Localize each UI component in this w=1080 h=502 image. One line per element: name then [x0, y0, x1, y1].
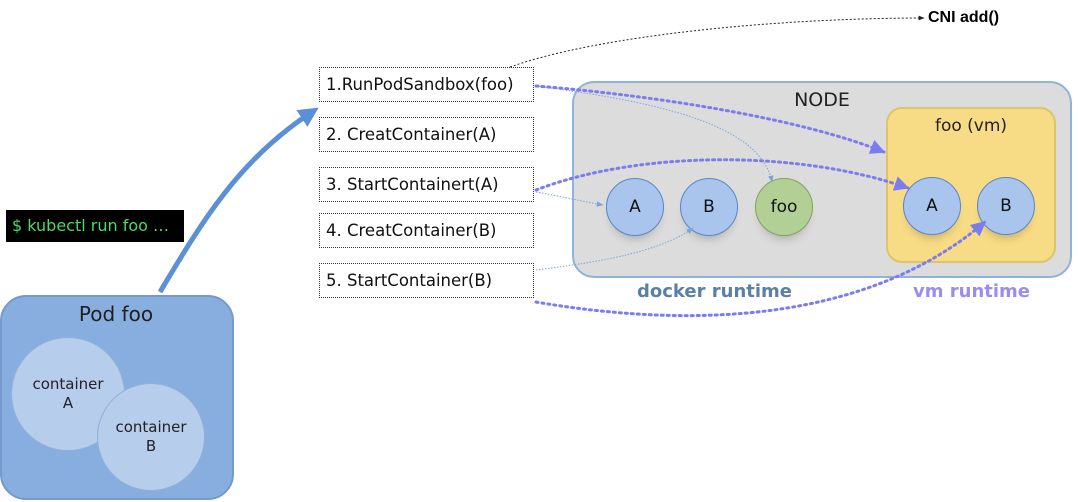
vm-container-a: A — [903, 177, 961, 235]
docker-container-a-label: A — [629, 197, 641, 217]
vm-runtime-label: vm runtime — [913, 281, 1030, 302]
pod-container-b: container B — [97, 383, 205, 491]
kubectl-command: $ kubectl run foo … — [6, 210, 184, 242]
step-run-pod-sandbox: 1.RunPodSandbox(foo) — [319, 67, 534, 102]
sandbox-to-cni-arrow — [509, 15, 925, 68]
step-create-container-b: 4. CreatContainer(B) — [319, 213, 534, 248]
step-start-container-b: 5. StartContainer(B) — [319, 263, 534, 298]
pod-foo-title: Pod foo — [78, 302, 154, 326]
pod-container-b-line2: B — [145, 437, 157, 455]
docker-sandbox-foo-label: foo — [770, 197, 798, 217]
vm-title: foo (vm) — [934, 116, 1008, 136]
docker-container-b: B — [680, 178, 738, 236]
vm-container-b-label: B — [1000, 196, 1012, 216]
docker-container-a: A — [606, 178, 664, 236]
kubectl-to-steps-arrow — [157, 107, 319, 294]
pod-container-b-line1: container — [115, 418, 187, 436]
pod-container-a-line1: container — [32, 375, 104, 393]
vm-container-b: B — [977, 177, 1035, 235]
vm-container-a-label: A — [926, 196, 938, 216]
pod-container-a: container A — [11, 337, 125, 451]
cni-add-label: CNI add() — [928, 9, 1000, 26]
docker-container-b-label: B — [703, 197, 715, 217]
pod-container-a-line2: A — [62, 394, 74, 412]
step-create-container-a: 2. CreatContainer(A) — [319, 117, 534, 152]
docker-runtime-label: docker runtime — [637, 281, 793, 302]
step-start-container-a: 3. StartContainert(A) — [319, 167, 534, 202]
docker-sandbox-foo: foo — [755, 178, 813, 236]
